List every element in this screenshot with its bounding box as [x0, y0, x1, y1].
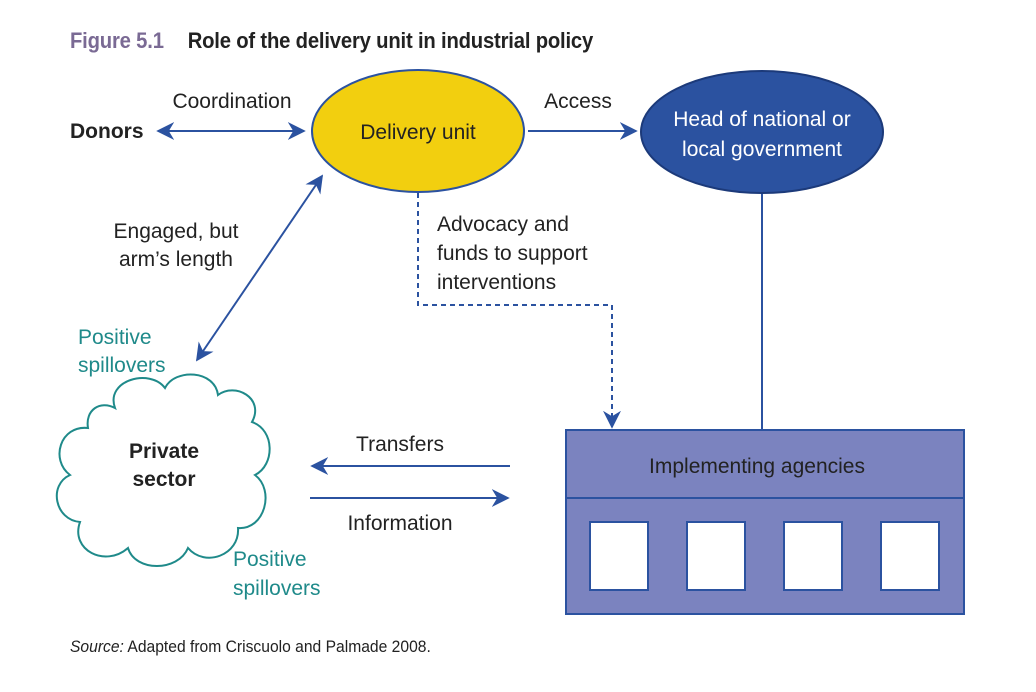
delivery-unit-node: [311, 69, 525, 193]
advocacy-funds-arrow: [417, 193, 621, 429]
engaged-label-line2: arm’s length: [119, 248, 233, 271]
engaged-label-line1: Engaged, but: [114, 220, 239, 243]
agency-unit-box: [589, 521, 649, 591]
coordination-label: Coordination: [172, 90, 291, 113]
implementing-agencies-label: Implementing agencies: [649, 455, 865, 478]
donors-label: Donors: [70, 120, 144, 143]
delivery-unit-label: Delivery unit: [360, 121, 476, 144]
figure-number: Figure 5.1: [70, 28, 164, 53]
source-note: Source: Adapted from Criscuolo and Palma…: [70, 637, 431, 657]
positive-spillovers-top-line1: Positive: [78, 326, 152, 349]
figure-title-text: Role of the delivery unit in industrial …: [187, 28, 594, 53]
positive-spillovers-top-line2: spillovers: [78, 354, 166, 377]
implementing-agencies-node: [565, 429, 965, 615]
head-of-government-node: [640, 70, 884, 194]
private-sector-cloud: [55, 373, 271, 567]
figure-title: Figure 5.1 Role of the delivery unit in i…: [70, 28, 593, 54]
head-label-line1: Head of national or: [673, 108, 850, 131]
agency-unit-box: [783, 521, 843, 591]
advocacy-label-line1: Advocacy and: [437, 213, 569, 236]
positive-spillovers-bottom-line1: Positive: [233, 548, 307, 571]
head-label-line2: local government: [682, 138, 842, 161]
engaged-arrow: [195, 174, 324, 362]
information-label: Information: [347, 512, 452, 535]
access-label: Access: [544, 90, 612, 113]
private-sector-label-line2: sector: [132, 468, 195, 491]
private-sector-label-line1: Private: [129, 440, 199, 463]
source-text: Adapted from Criscuolo and Palmade 2008.: [123, 637, 431, 656]
source-label: Source:: [70, 637, 124, 656]
advocacy-label-line3: interventions: [437, 271, 556, 294]
transfers-label: Transfers: [356, 433, 444, 456]
agency-unit-box: [686, 521, 746, 591]
positive-spillovers-bottom-line2: spillovers: [233, 577, 321, 600]
advocacy-label-line2: funds to support: [437, 242, 588, 265]
agency-unit-box: [880, 521, 940, 591]
